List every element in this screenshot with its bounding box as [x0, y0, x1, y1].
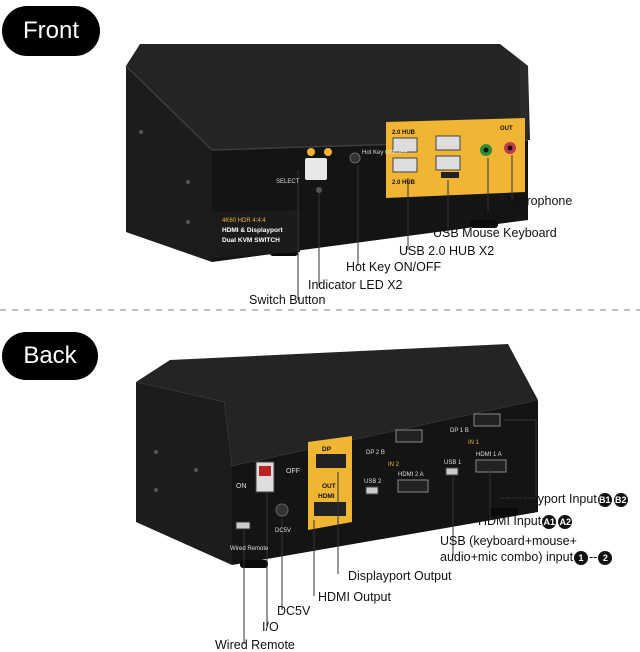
badge-b1: B1: [597, 492, 612, 507]
back-usb2-label: USB 2: [364, 479, 382, 485]
callout-displayport-output: Displayport Output: [348, 569, 452, 583]
callout-microphone: Microphone: [507, 194, 573, 208]
back-in2-label: IN 2: [388, 462, 400, 468]
front-brand-line3: Dual KVM SWITCH: [222, 237, 280, 244]
back-in1-label: IN 1: [468, 440, 480, 446]
back-dc5v-small-label: DC5V: [275, 528, 292, 534]
front-brand-line2: HDMI & Displayport: [222, 227, 283, 234]
badge-a2: A2: [558, 514, 573, 529]
front-hub-top-label: 2.0 HUB: [392, 130, 416, 136]
back-dp2b-label: DP 2 B: [366, 450, 385, 456]
back-callout-lines: [243, 419, 537, 644]
badge-a1: A1: [542, 514, 557, 529]
front-out-label: OUT: [500, 126, 513, 132]
front-brand-line1: 4K60 HDR 4:4:4: [222, 218, 266, 224]
badge-usb-1: 1: [574, 550, 589, 565]
front-hotkey-small-label: Hot Key ON/OFF: [362, 150, 408, 156]
callout-hdmi-input-text: HDMI Input: [478, 514, 542, 528]
back-usb1-label: USB 1: [444, 460, 462, 466]
back-hdmi2a-label: HDMI 2 A: [398, 472, 424, 478]
front-callout-lines: [297, 155, 513, 300]
callout-usb-line2-text: audio+mic combo) input: [440, 550, 574, 564]
front-hub-bottom-label: 2.0 HUB: [392, 180, 416, 186]
badge-b2: B2: [613, 492, 628, 507]
back-out-label: OUT: [322, 483, 336, 490]
front-section-title: Front: [2, 6, 100, 56]
callout-wired-remote: Wired Remote: [215, 638, 295, 652]
back-wired-remote-small-label: Wired Remote: [230, 546, 269, 552]
callout-switch-button: Switch Button: [249, 293, 326, 307]
callout-displayport-input-text: Displayport Input: [503, 492, 597, 506]
back-device: [136, 344, 538, 568]
callout-usb-line1: USB (keyboard+mouse+: [440, 534, 577, 548]
callout-audio: Audio: [483, 208, 515, 222]
callout-usb-mouse-keyboard: USB Mouse Keyboard: [433, 226, 557, 240]
back-section-title: Back: [2, 332, 98, 380]
back-hdmi1a-label: HDMI 1 A: [476, 452, 502, 458]
callout-usb-hub: USB 2.0 HUB X2: [399, 244, 495, 258]
badge-usb-2: 2: [598, 550, 613, 565]
callout-io: I/O: [262, 620, 279, 634]
back-dp-out-label: DP: [322, 446, 332, 453]
back-dp1b-label: DP 1 B: [450, 428, 469, 434]
back-off-label: OFF: [286, 468, 300, 475]
front-select-label: SELECT: [276, 179, 300, 185]
callout-dc5v: DC5V: [277, 604, 311, 618]
callout-indicator-led: Indicator LED X2: [308, 278, 403, 292]
back-on-label: ON: [236, 483, 247, 490]
usb-badge-separator: --: [589, 550, 598, 564]
front-device: [125, 44, 530, 262]
back-hdmi-out-label: HDMI: [318, 493, 335, 500]
callout-hotkey: Hot Key ON/OFF: [346, 260, 442, 274]
callout-hdmi-output: HDMI Output: [318, 590, 391, 604]
